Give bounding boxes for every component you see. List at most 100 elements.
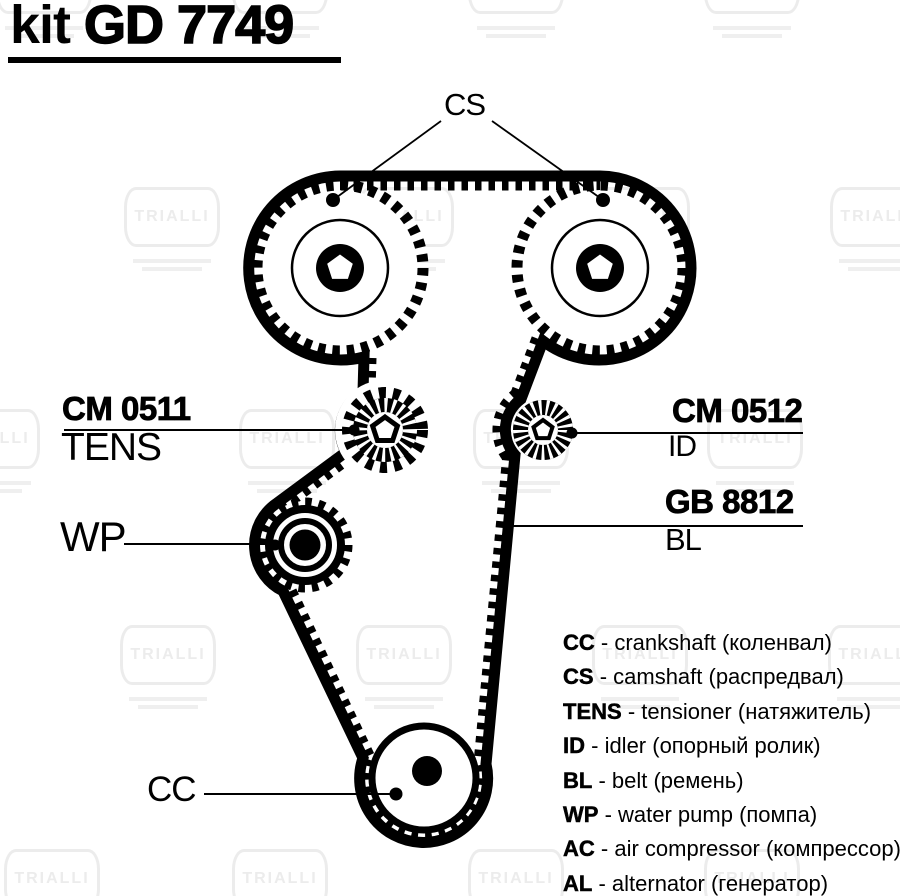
label-wp: WP — [60, 513, 127, 560]
water-pump-hub — [289, 529, 321, 561]
watermark-caption-bar — [374, 705, 434, 709]
watermark-caption-bar — [138, 705, 198, 709]
left-camshaft-pentagon-hole — [327, 254, 353, 279]
watermark-caption-bar — [848, 267, 900, 271]
watermark-caption-bar — [839, 259, 900, 263]
watermark-caption-bar — [486, 34, 546, 38]
trialli-watermark: TRIALLI — [232, 0, 328, 38]
trialli-watermark: TRIALLI — [704, 849, 800, 896]
watermark-caption-bar — [725, 489, 785, 493]
legend-row-tens: TENS - tensioner (натяжитель) — [563, 695, 900, 729]
label-cs: CS — [444, 87, 486, 122]
legend-desc: - alternator (генератор) — [598, 870, 829, 896]
legend-desc: - tensioner (натяжитель) — [627, 698, 872, 724]
watermark-caption-bar — [491, 489, 551, 493]
watermark-caption-bar — [250, 34, 310, 38]
label-cc: CC — [147, 770, 197, 809]
trialli-watermark-badge: TRIALLI — [124, 187, 220, 247]
legend-desc: - belt (ремень) — [598, 767, 744, 793]
trialli-watermark: TRIALLI — [4, 849, 100, 896]
watermark-caption-bar — [713, 26, 791, 30]
idler-pulley — [512, 399, 574, 461]
trialli-watermark: TRIALLI — [828, 625, 900, 709]
watermark-caption-bar — [722, 34, 782, 38]
title-underline — [8, 57, 341, 63]
label-id: ID — [668, 430, 697, 463]
legend-desc: - air compressor (компрессор) — [600, 836, 900, 862]
wp-dot — [269, 539, 281, 551]
trialli-watermark-badge: TRIALLI — [0, 409, 40, 469]
trialli-watermark: TRIALLI — [0, 0, 92, 38]
label-gb8812: GB 8812 — [665, 483, 795, 520]
trialli-watermark: TRIALLI — [356, 625, 452, 709]
legend-abbr: AL — [563, 870, 593, 896]
title-code: GD 7749 — [83, 0, 295, 55]
trialli-watermark: TRIALLI — [707, 409, 803, 493]
legend-abbr: BL — [563, 767, 593, 793]
trialli-watermark: TRIALLI — [0, 409, 40, 493]
trialli-watermark-badge: TRIALLI — [704, 849, 800, 896]
watermark-caption-bar — [133, 259, 211, 263]
legend-abbr: CS — [563, 664, 594, 690]
trialli-watermark-badge: TRIALLI — [4, 849, 100, 896]
legend-row-bl: BL - belt (ремень) — [563, 764, 900, 798]
watermark-caption-bar — [601, 697, 679, 701]
cs-pointer-right — [491, 120, 604, 201]
watermark-caption-bar — [129, 697, 207, 701]
tensioner-pentagon-hole — [369, 413, 401, 443]
watermark-caption-bar — [610, 705, 670, 709]
legend-row-wp: WP - water pump (помпа) — [563, 798, 900, 832]
trialli-watermark: TRIALLI — [704, 0, 800, 38]
crankshaft-hub — [412, 756, 442, 786]
label-cm0512: CM 0512 — [672, 392, 804, 429]
trialli-watermark: TRIALLI — [232, 849, 328, 896]
legend: CC - crankshaft (коленвал) CS - camshaft… — [563, 626, 900, 896]
legend-desc: - water pump (помпа) — [604, 802, 818, 828]
watermark-caption-bar — [365, 697, 443, 701]
legend-row-ac: AC - air compressor (компрессор) — [563, 832, 900, 866]
cc-dot — [389, 787, 403, 801]
tensioner-bearing-stripes — [353, 398, 417, 462]
left-camshaft-pulley — [251, 179, 429, 357]
label-tens: TENS — [61, 426, 162, 469]
trialli-watermark-badge: TRIALLI — [120, 625, 216, 685]
trialli-watermark-badge: TRIALLI — [232, 849, 328, 896]
watermark-caption-bar — [248, 481, 326, 485]
legend-abbr: ID — [563, 733, 586, 759]
idler-pentagon-hole — [531, 417, 555, 441]
trialli-watermark-badge: TRIALLI — [239, 409, 335, 469]
trialli-watermark: TRIALLI — [124, 187, 220, 271]
watermark-caption-bar — [0, 481, 31, 485]
legend-desc: - idler (опорный ролик) — [591, 733, 821, 759]
gb8812-dot — [502, 520, 514, 532]
legend-row-al: AL - alternator (генератор) — [563, 867, 900, 896]
legend-row-cs: CS - camshaft (распредвал) — [563, 660, 900, 694]
legend-row-cc: CC - crankshaft (коленвал) — [563, 626, 900, 660]
watermark-caption-bar — [5, 26, 83, 30]
right-camshaft-pulley — [511, 179, 689, 357]
watermark-caption-bar — [241, 26, 319, 30]
legend-abbr: TENS — [563, 698, 622, 725]
trialli-watermark: TRIALLI — [468, 0, 564, 38]
cm0511-dot — [348, 424, 360, 436]
page-title: kit GD 7749 — [10, 0, 295, 55]
legend-row-id: ID - idler (опорный ролик) — [563, 729, 900, 763]
watermark-caption-bar — [14, 34, 74, 38]
trialli-watermark-badge: TRIALLI — [468, 849, 564, 896]
trialli-watermark-badge: TRIALLI — [828, 625, 900, 685]
legend-abbr: CC — [563, 630, 595, 656]
idler-bearing-stripes — [513, 400, 573, 460]
trialli-watermark-badge: TRIALLI — [830, 187, 900, 247]
watermark-caption-bar — [846, 705, 900, 709]
legend-abbr: AC — [563, 836, 595, 862]
watermark-caption-bar — [477, 26, 555, 30]
watermark-caption-bar — [0, 489, 22, 493]
pointer-lines — [64, 120, 803, 801]
trialli-watermark: TRIALLI — [830, 187, 900, 271]
title-prefix: kit — [10, 0, 85, 55]
watermark-caption-bar — [142, 267, 202, 271]
label-cm0511: CM 0511 — [62, 390, 192, 427]
legend-desc: - camshaft (распредвал) — [599, 664, 844, 690]
